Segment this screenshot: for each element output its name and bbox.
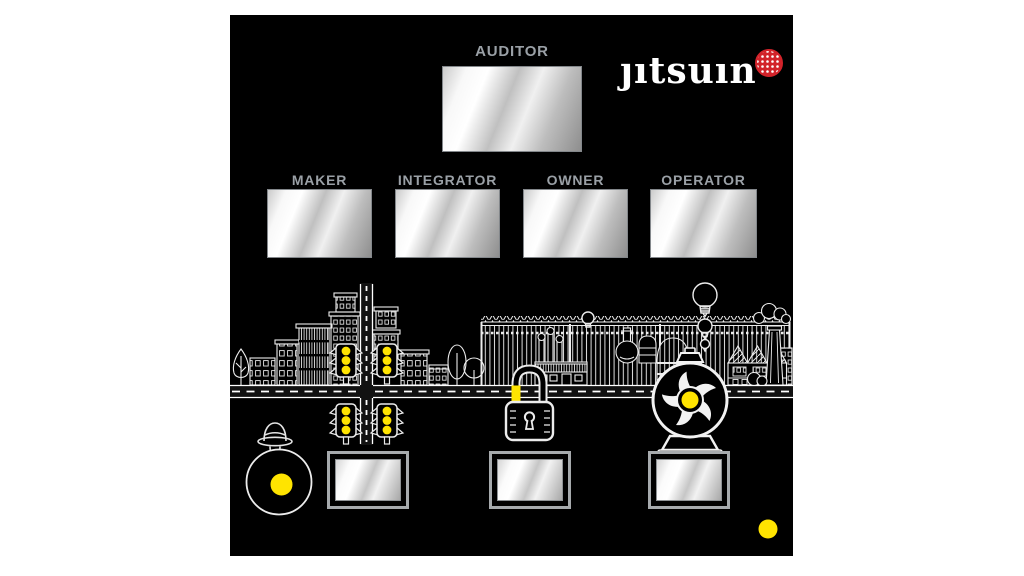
pump-hub-led	[681, 391, 699, 409]
bottom-screen-center-display	[497, 459, 563, 501]
city-scene-illustration	[230, 282, 793, 539]
inspector-lens-led	[270, 473, 293, 496]
traffic-light-icon-top-right	[370, 343, 404, 385]
bottom-screen-right	[648, 451, 730, 509]
jitsuin-logo-text: ȷıtsuın	[620, 50, 757, 92]
corner-led	[758, 519, 778, 539]
light-bulb-icons	[581, 282, 718, 353]
operator-label: OPERATOR	[661, 172, 746, 188]
integrator-label: INTEGRATOR	[397, 172, 498, 188]
jitsuin-logo: ȷıtsuın	[620, 45, 790, 97]
operator-screen	[650, 189, 757, 258]
bottom-screen-left-display	[335, 459, 401, 501]
factory-skyline	[534, 302, 793, 387]
maker-screen	[267, 189, 372, 258]
integrator-screen	[395, 189, 500, 258]
padlock-icon	[504, 364, 555, 442]
bottom-screen-left	[327, 451, 409, 509]
pump-icon	[651, 347, 729, 456]
bottom-screen-center	[489, 451, 571, 509]
demo-board-panel: AUDITOR ȷıtsuın MAKER INTEGRATOR OWNER O…	[230, 15, 793, 556]
auditor-screen	[442, 66, 582, 152]
owner-label: OWNER	[546, 172, 605, 188]
traffic-light-icon-bottom-right	[370, 403, 404, 445]
auditor-label: AUDITOR	[475, 43, 549, 60]
owner-screen	[523, 189, 628, 258]
inspector-icon	[245, 422, 313, 516]
bottom-screen-right-display	[656, 459, 722, 501]
maker-label: MAKER	[291, 172, 348, 188]
jitsuin-dotted-sphere-icon	[754, 49, 783, 77]
traffic-light-icon-bottom-left	[329, 403, 363, 445]
